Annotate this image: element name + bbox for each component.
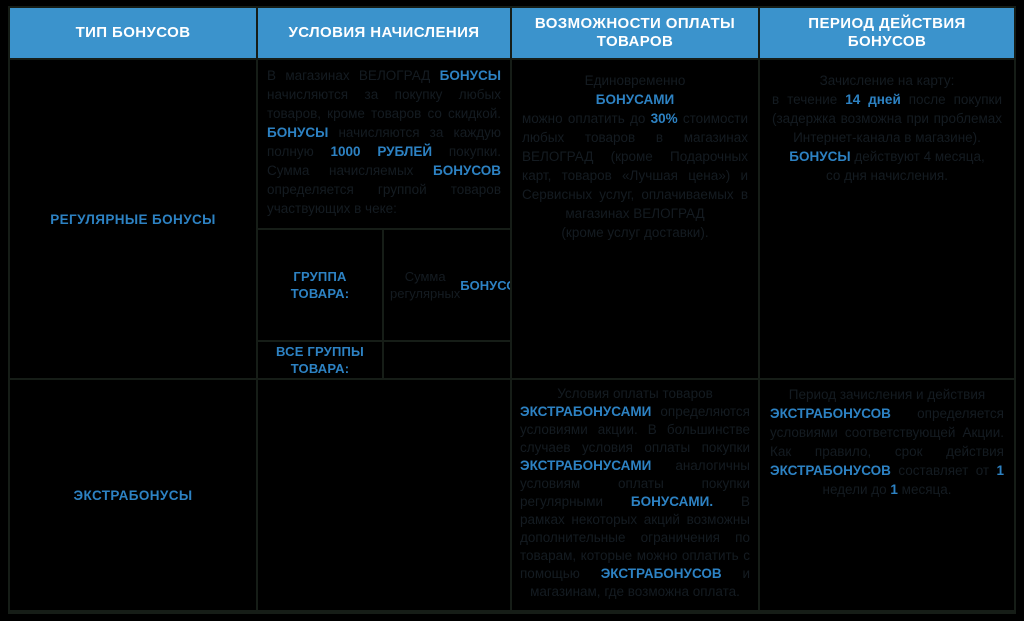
highlighted-term: ЭКСТРАБОНУСОВ bbox=[600, 566, 722, 581]
body-text-segment: можно оплатить до bbox=[522, 111, 646, 126]
highlighted-term: БОНУСЫ bbox=[789, 149, 851, 164]
highlighted-term: ЭКСТРАБОНУСОВ bbox=[770, 406, 891, 421]
cell-regular-payment-options: Единовременно БОНУСАМИ можно оплатить до… bbox=[512, 60, 758, 378]
cell-extra-bonus-period: Период зачисления и действия ЭКСТРАБОНУС… bbox=[760, 380, 1014, 610]
highlighted-term: 1 bbox=[996, 463, 1004, 478]
extra-payment-paragraph: Условия оплаты товаров ЭКСТРАБОНУСАМИ оп… bbox=[520, 385, 750, 601]
sub-table-all-groups-value: 5% bbox=[384, 342, 510, 378]
header-label-bonus-period: ПЕРИОД ДЕЙСТВИЯ БОНУСОВ bbox=[808, 15, 966, 50]
cell-regular-accrual-conditions: В магазинах ВЕЛОГРАД БОНУСЫ начисляются … bbox=[258, 60, 510, 378]
body-text-segment: определяется группой товаров участвующих… bbox=[267, 182, 501, 216]
sub-table-group-value: Сумма регулярных БОНУСОВ, начисляемых за… bbox=[384, 230, 510, 340]
body-text-segment: определяются условиями акции. В большинс… bbox=[520, 404, 750, 455]
body-text-segment: составляет от bbox=[890, 463, 997, 478]
highlighted-term: ЭКСТРАБОНУСОВ bbox=[770, 463, 891, 478]
highlighted-term: БОНУСОВ bbox=[432, 163, 501, 178]
product-group-sub-table: ГРУППА ТОВАРА: Сумма регулярных БОНУСОВ,… bbox=[258, 228, 510, 378]
header-cell-bonus-type: ТИП БОНУСОВ bbox=[10, 8, 256, 58]
cell-regular-bonus-period: Зачисление на карту: в течение 14 дней п… bbox=[760, 60, 1014, 378]
body-text-segment: и магазинам, где возможна оплата. bbox=[530, 566, 750, 599]
sub-table-all-groups-label: ВСЕ ГРУППЫ ТОВАРА: bbox=[258, 342, 382, 378]
body-text-segment: начисляются за каждую полную bbox=[267, 125, 501, 159]
regular-period-paragraph: Зачисление на карту: в течение 14 дней п… bbox=[772, 71, 1002, 185]
cell-regular-bonuses-type: РЕГУЛЯРНЫЕ БОНУСЫ bbox=[10, 60, 256, 378]
highlighted-term: 1000 РУБЛЕЙ bbox=[330, 144, 433, 159]
highlighted-term: БОНУСЫ bbox=[267, 125, 329, 140]
regular-bonuses-label: РЕГУЛЯРНЫЕ БОНУСЫ bbox=[50, 211, 216, 227]
cell-extra-bonuses-type: ЭКСТРАБОНУСЫ bbox=[10, 380, 256, 610]
header-cell-bonus-period: ПЕРИОД ДЕЙСТВИЯ БОНУСОВ bbox=[760, 8, 1014, 58]
highlighted-term: 14 дней bbox=[845, 92, 901, 107]
body-text-segment: недели до bbox=[822, 482, 891, 497]
body-text-segment: месяца. bbox=[897, 482, 952, 497]
body-text-segment: Период зачисления и действия bbox=[788, 387, 986, 402]
body-text-segment: В магазинах ВЕЛОГРАД bbox=[267, 68, 440, 83]
header-cell-accrual-conditions: УСЛОВИЯ НАЧИСЛЕНИЯ bbox=[258, 8, 510, 58]
highlighted-term: БОНУСАМИ bbox=[595, 92, 675, 107]
body-text-segment: Единовременно bbox=[584, 73, 686, 88]
body-text-segment: стоимости любых товаров в магазинах ВЕЛО… bbox=[522, 111, 748, 240]
header-label-payment-options: ВОЗМОЖНОСТИ ОПЛАТЫ ТОВАРОВ bbox=[534, 15, 736, 50]
extra-bonuses-label: ЭКСТРАБОНУСЫ bbox=[73, 487, 193, 503]
highlighted-term: ЭКСТРАБОНУСАМИ bbox=[520, 404, 652, 419]
highlighted-term: 1 bbox=[890, 482, 898, 497]
body-text-segment: В рамках некоторых акций возможны дополн… bbox=[520, 494, 750, 581]
body-text-segment: начисляются за покупку любых товаров, кр… bbox=[267, 87, 501, 121]
highlighted-term: БОНУСАМИ. bbox=[630, 494, 714, 509]
highlighted-term: БОНУСЫ bbox=[439, 68, 501, 83]
bonus-program-table: ТИП БОНУСОВ УСЛОВИЯ НАЧИСЛЕНИЯ ВОЗМОЖНОС… bbox=[8, 6, 1016, 614]
cell-extra-payment-options: Условия оплаты товаров ЭКСТРАБОНУСАМИ оп… bbox=[512, 380, 758, 610]
highlighted-term: 30% bbox=[650, 111, 678, 126]
body-text-segment: действуют 4 месяца, со дня начисления. bbox=[826, 149, 985, 183]
body-text-segment: аналогичны условиям оплаты покупки регул… bbox=[520, 458, 750, 509]
body-text-segment: определяется условиями соответствующей А… bbox=[770, 406, 1004, 459]
body-text-segment: Зачисление на карту: в течение bbox=[772, 73, 955, 107]
regular-accrual-paragraph: В магазинах ВЕЛОГРАД БОНУСЫ начисляются … bbox=[258, 60, 510, 228]
header-cell-payment-options: ВОЗМОЖНОСТИ ОПЛАТЫ ТОВАРОВ bbox=[512, 8, 758, 58]
highlighted-term: БОНУСОВ bbox=[460, 277, 510, 293]
body-text-segment: покупки. Сумма начисляемых bbox=[267, 144, 501, 178]
highlighted-term: ЭКСТРАБОНУСАМИ bbox=[520, 458, 652, 473]
body-text-segment: Условия оплаты товаров bbox=[557, 386, 713, 401]
extra-period-paragraph: Период зачисления и действия ЭКСТРАБОНУС… bbox=[770, 385, 1004, 499]
cell-extra-accrual-conditions-empty bbox=[258, 380, 510, 610]
body-text-segment: Сумма регулярных bbox=[390, 269, 461, 301]
header-label-bonus-type: ТИП БОНУСОВ bbox=[75, 24, 191, 41]
header-label-accrual-conditions: УСЛОВИЯ НАЧИСЛЕНИЯ bbox=[288, 24, 480, 41]
body-text-segment: после покупки (задержка возможна при про… bbox=[772, 92, 1003, 145]
regular-payment-paragraph: Единовременно БОНУСАМИ можно оплатить до… bbox=[522, 71, 748, 242]
sub-table-group-label: ГРУППА ТОВАРА: bbox=[258, 230, 382, 340]
